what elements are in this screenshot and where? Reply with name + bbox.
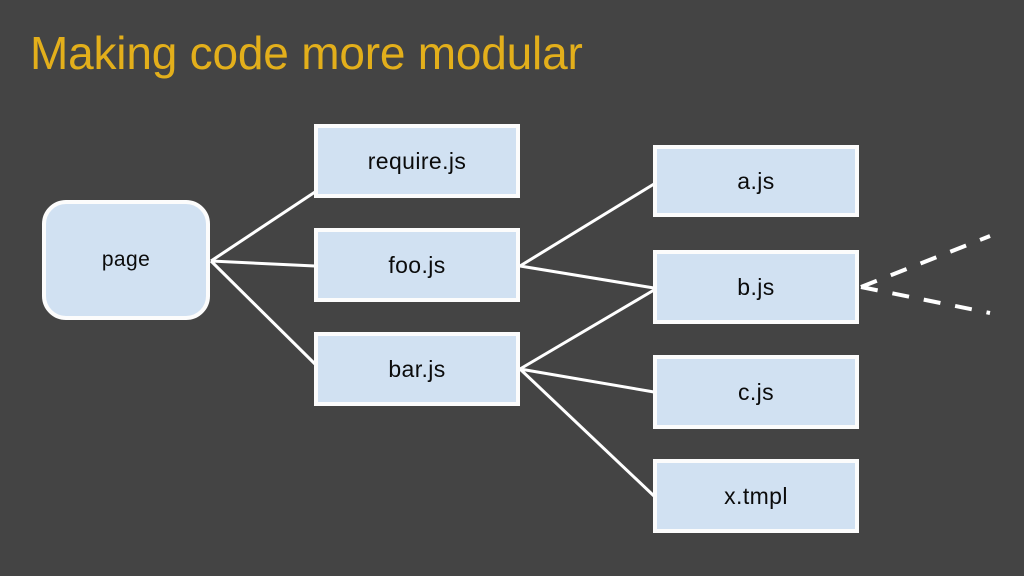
diagram-edge-page-to-require	[210, 190, 316, 263]
diagram-node-label: c.js	[737, 378, 775, 405]
diagram-edge-page-to-bar	[209, 259, 317, 366]
diagram-node-label: require.js	[367, 147, 467, 174]
diagram-edge-bar-to-b	[519, 288, 655, 371]
diagram-node-label: foo.js	[388, 251, 446, 278]
diagram-node-x[interactable]: x.tmpl	[653, 459, 859, 533]
diagram-node-page[interactable]: page	[42, 200, 210, 320]
diagram-node-label: page	[101, 248, 151, 271]
diagram-edge-foo-to-b	[519, 264, 655, 290]
diagram-edge-page-to-foo	[210, 259, 316, 268]
diagram-node-b[interactable]: b.js	[653, 250, 859, 324]
diagram-edge-bar-to-c	[519, 367, 655, 394]
diagram-node-require[interactable]: require.js	[314, 124, 520, 198]
diagram-node-label: a.js	[737, 167, 775, 194]
diagram-edge-foo-to-a	[519, 182, 655, 268]
diagram-node-foo[interactable]: foo.js	[314, 228, 520, 302]
diagram-edge-bar-to-x	[518, 367, 656, 498]
diagram-node-bar[interactable]: bar.js	[314, 332, 520, 406]
diagram-edge-b-to-offscreen-upper	[860, 234, 991, 289]
diagram-node-label: bar.js	[388, 355, 446, 382]
diagram-node-a[interactable]: a.js	[653, 145, 859, 217]
diagram-node-c[interactable]: c.js	[653, 355, 859, 429]
page-title: Making code more modular	[30, 27, 583, 79]
diagram-node-label: x.tmpl	[724, 482, 788, 509]
diagram-edge-b-to-offscreen-lower	[860, 285, 991, 315]
diagram-node-label: b.js	[737, 273, 775, 300]
